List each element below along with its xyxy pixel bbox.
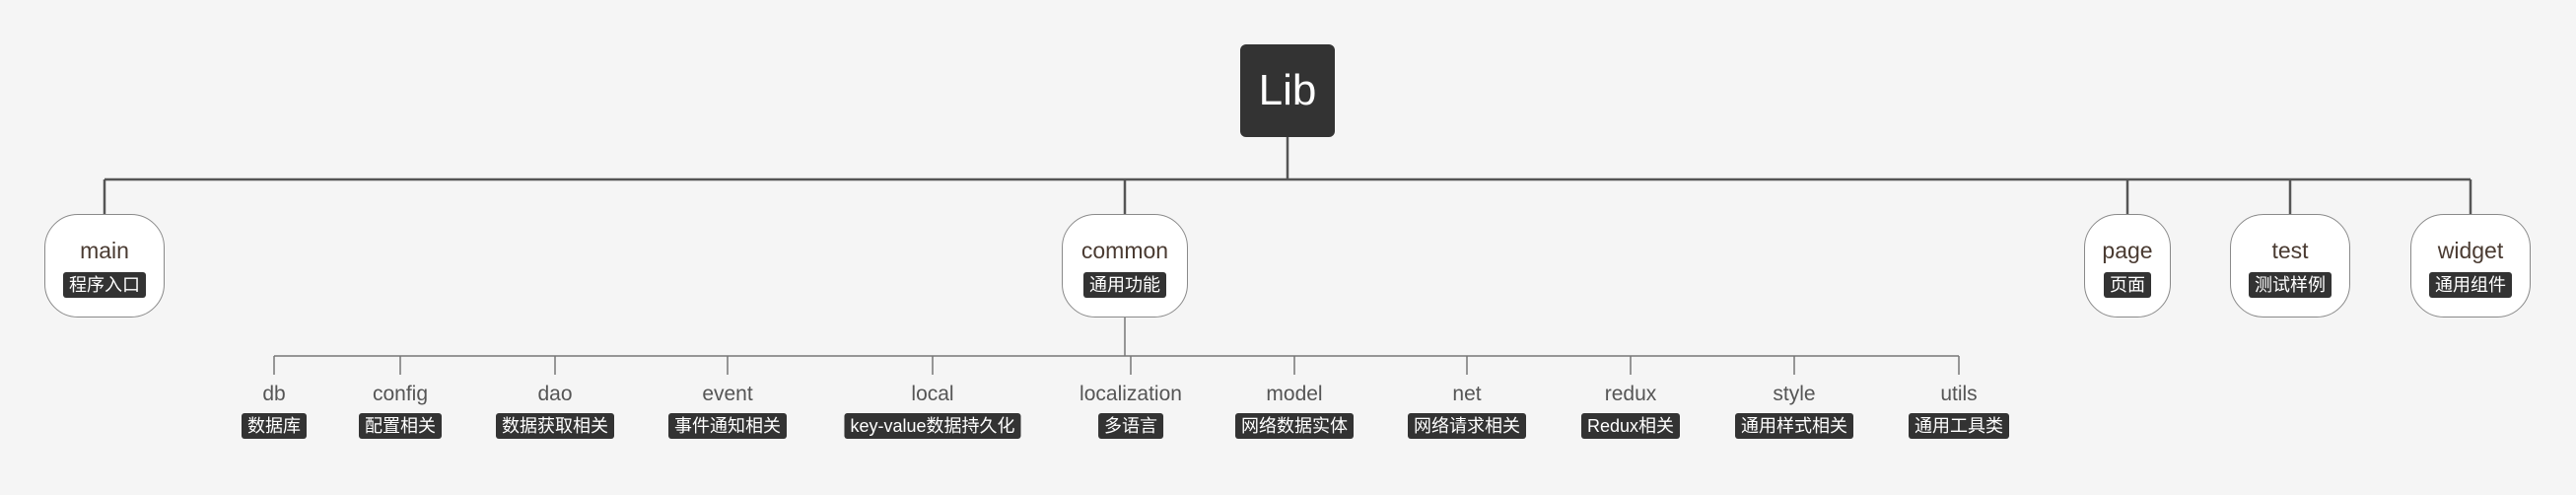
branch-title-page: page [2102,237,2153,263]
leaf-node-redux[interactable]: redux Redux相关 [1580,382,1681,439]
branch-tag-page: 页面 [2104,271,2151,298]
leaf-tag-event: 事件通知相关 [668,413,787,439]
leaf-node-event[interactable]: event 事件通知相关 [668,382,787,439]
leaf-tag-config: 配置相关 [359,413,442,439]
leaf-tag-style: 通用样式相关 [1735,413,1853,439]
leaf-node-localization[interactable]: localization 多语言 [1079,382,1182,439]
leaf-title-config: config [372,383,429,405]
branch-tag-common: 通用功能 [1083,271,1166,298]
leaf-node-local[interactable]: local key-value数据持久化 [844,382,1021,439]
branch-node-common[interactable]: common 通用功能 [1062,214,1188,318]
branch-title-widget: widget [2437,237,2504,263]
branch-title-main: main [80,237,129,263]
leaf-tag-net: 网络请求相关 [1408,413,1526,439]
branch-node-test[interactable]: test 测试样例 [2230,214,2350,318]
leaf-tag-local: key-value数据持久化 [844,413,1021,439]
leaf-title-event: event [702,383,753,405]
root-title: Lib [1258,66,1317,114]
leaf-title-style: style [1773,383,1816,405]
leaf-node-model[interactable]: model 网络数据实体 [1235,382,1354,439]
leaf-title-utils: utils [1940,383,1978,405]
leaf-node-style[interactable]: style 通用样式相关 [1735,382,1853,439]
branch-tag-test: 测试样例 [2249,271,2332,298]
branch-title-common: common [1080,237,1169,263]
leaf-tag-db: 数据库 [242,413,307,439]
leaf-title-net: net [1452,383,1482,405]
branch-tag-widget: 通用组件 [2429,271,2512,298]
branch-node-page[interactable]: page 页面 [2084,214,2171,318]
leaf-tag-redux: Redux相关 [1580,413,1681,439]
leaf-title-local: local [911,383,954,405]
leaf-node-db[interactable]: db 数据库 [242,382,307,439]
leaf-title-localization: localization [1079,383,1182,405]
leaf-node-dao[interactable]: dao 数据获取相关 [496,382,614,439]
leaf-tag-dao: 数据获取相关 [496,413,614,439]
leaf-title-model: model [1266,383,1323,405]
branch-node-widget[interactable]: widget 通用组件 [2410,214,2531,318]
leaf-tag-utils: 通用工具类 [1909,413,2009,439]
leaf-title-redux: redux [1604,383,1657,405]
leaf-tag-localization: 多语言 [1098,413,1163,439]
branch-node-main[interactable]: main 程序入口 [44,214,165,318]
branch-title-test: test [2271,237,2309,263]
leaf-node-net[interactable]: net 网络请求相关 [1408,382,1526,439]
leaf-title-db: db [262,383,286,405]
leaf-title-dao: dao [537,383,573,405]
leaf-tag-model: 网络数据实体 [1235,413,1354,439]
leaf-node-utils[interactable]: utils 通用工具类 [1909,382,2009,439]
branch-tag-main: 程序入口 [63,271,146,298]
root-node[interactable]: Lib [1240,44,1335,137]
leaf-node-config[interactable]: config 配置相关 [359,382,442,439]
